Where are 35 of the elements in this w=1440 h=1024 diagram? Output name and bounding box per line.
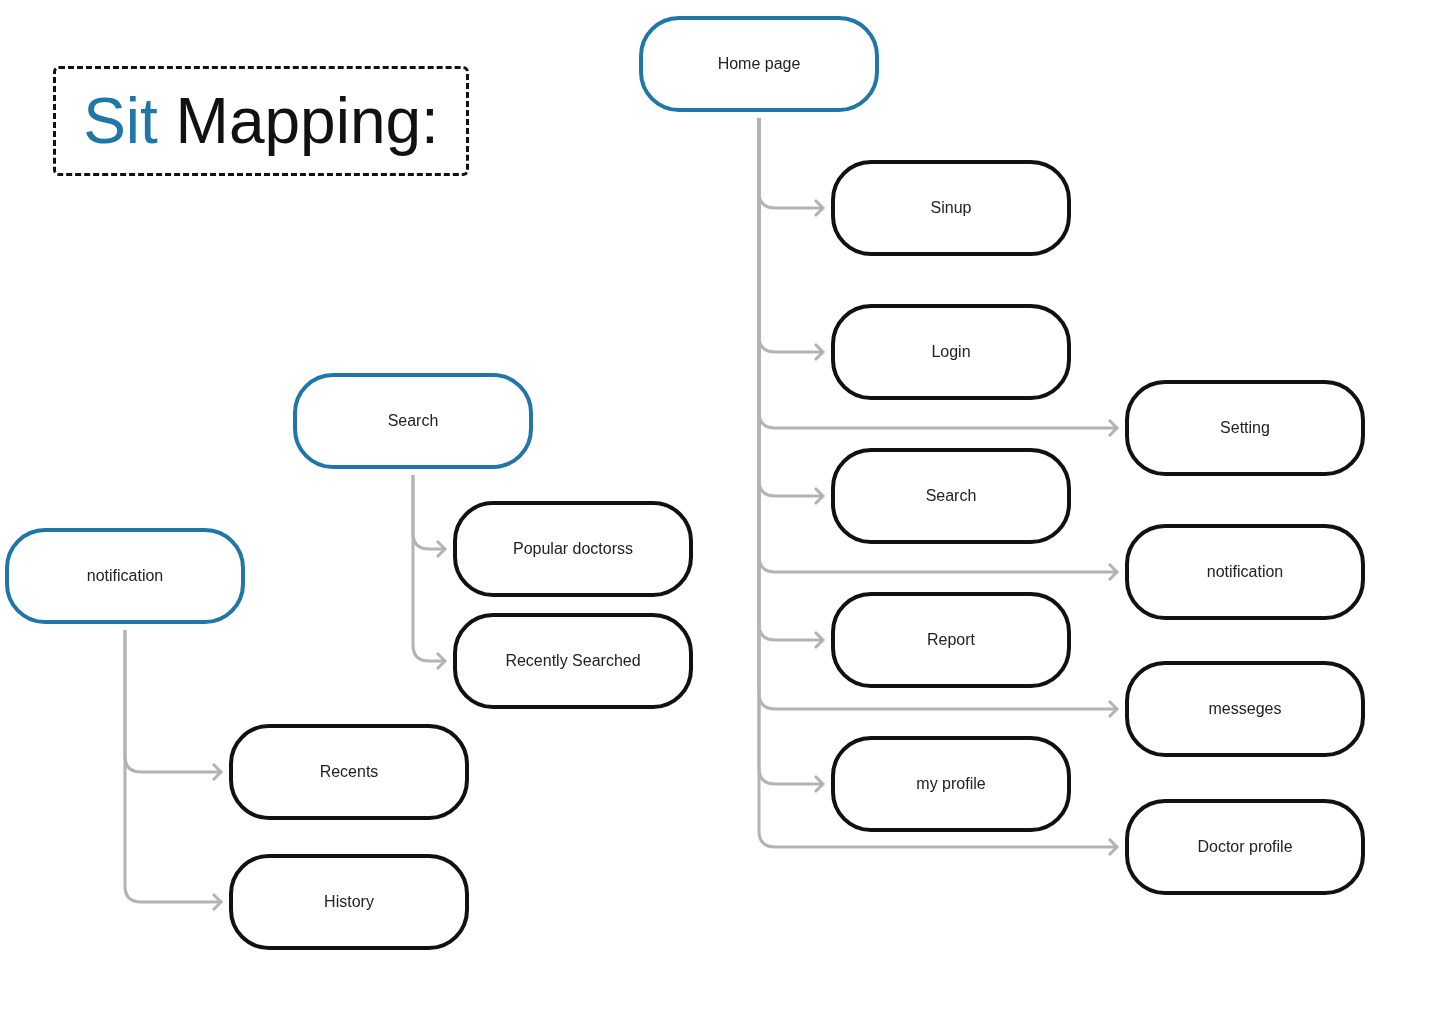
page-label: Home page [717,54,801,74]
page-box [831,304,1071,400]
page-box [639,16,879,112]
page-label: notification [1206,562,1284,582]
page-label: Popular doctorss [512,539,634,559]
page-box [831,592,1071,688]
page-box [293,373,533,469]
page-box [1125,380,1365,476]
page-box [229,854,469,950]
page-box [1125,524,1365,620]
page-label: History [324,892,374,912]
page-box [831,736,1071,832]
page-label: Sinup [930,198,972,218]
arrow [757,118,1119,857]
page-box [229,724,469,820]
page-box [831,448,1071,544]
arrow [411,475,447,671]
page-label: Recently Searched [505,651,641,671]
page-label: Recents [319,762,379,782]
page-label: my profile [916,774,986,794]
page-label: notification [86,566,164,586]
page-box [453,613,693,709]
page-box [1125,661,1365,757]
page-box [831,160,1071,256]
page-box [453,501,693,597]
page-label: messeges [1208,699,1282,719]
page-box [5,528,245,624]
page-label: Search [387,411,439,431]
page-label: Doctor profile [1197,837,1293,857]
page-label: Setting [1220,418,1270,438]
arrow [123,630,223,912]
page-label: Search [925,486,977,506]
page-label: Login [931,342,971,362]
page-label: Report [927,630,975,650]
page-box [1125,799,1365,895]
